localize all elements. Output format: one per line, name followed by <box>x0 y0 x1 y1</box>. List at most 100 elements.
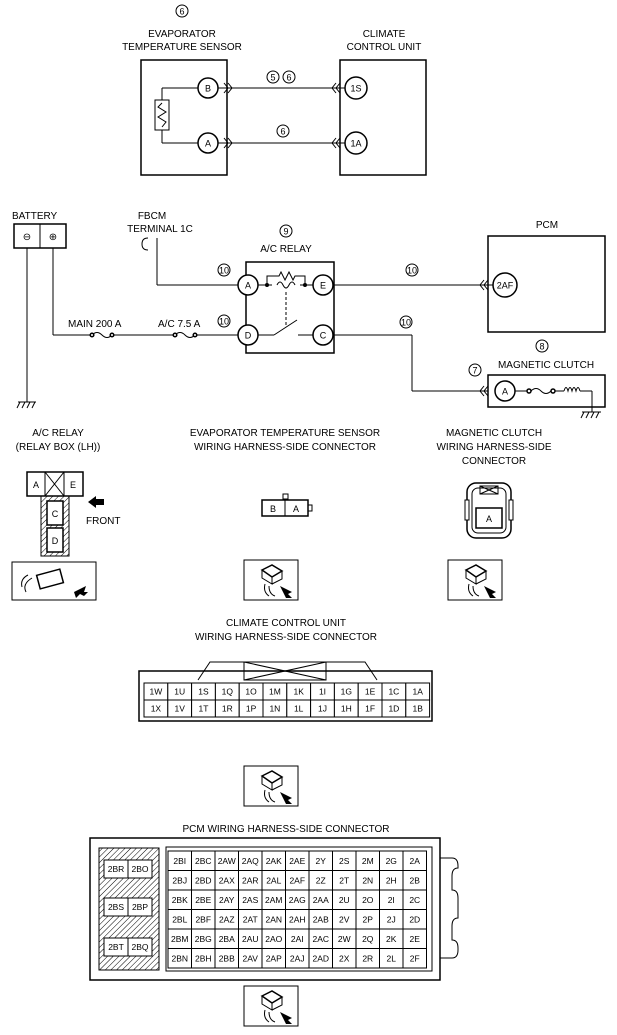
pcm-terminal: 2AJ <box>290 953 305 963</box>
ec-pin-b: B <box>270 504 276 514</box>
pcm-terminal: 2F <box>410 953 420 963</box>
front-label: FRONT <box>86 516 120 527</box>
rc-pin-a: A <box>33 480 39 490</box>
ccu-group: CLIMATE CONTROL UNIT 1S 1A <box>339 29 427 176</box>
pcm-terminal: 2BL <box>172 914 187 924</box>
fbcm-label-1: FBCM <box>138 211 166 222</box>
pcm-side-terminal: 2BR <box>108 864 125 874</box>
evap-title-1: EVAPORATOR <box>148 29 216 40</box>
rc-pin-c: C <box>52 509 59 519</box>
pcm-terminal: 2A <box>410 856 421 866</box>
relay-pin-c: C <box>320 331 327 341</box>
ccu-conn-label-2: WIRING HARNESS-SIDE CONNECTOR <box>195 632 377 643</box>
pcm-terminal: 2AY <box>219 895 235 905</box>
pcm-terminal: 2T <box>339 875 349 885</box>
pcm-side-terminal: 2BP <box>132 902 148 912</box>
evap-sensor-box <box>140 59 228 176</box>
pcm-terminal: 2D <box>409 914 420 924</box>
clutch-conn-label-1: MAGNETIC CLUTCH <box>446 428 542 439</box>
relay-resistor <box>266 270 306 285</box>
relay-callout-a: 10 <box>219 266 229 276</box>
pcm-terminal: 2BC <box>195 856 212 866</box>
evap-callout-circle <box>175 4 189 18</box>
ccu-terminal: 1F <box>365 704 375 714</box>
relay-title: A/C RELAY <box>260 244 312 255</box>
ccu-terminal: 1R <box>222 704 233 714</box>
pcm-terminal: 2BB <box>219 953 235 963</box>
pcm-side-terminal-box <box>127 937 153 957</box>
main-fuse-label: MAIN 200 A <box>68 319 122 330</box>
ccu-connector-view: CLIMATE CONTROL UNIT WIRING HARNESS-SIDE… <box>138 618 433 722</box>
pcm-terminal: 2AQ <box>242 856 259 866</box>
pcm-terminal: 2AA <box>313 895 329 905</box>
wire-callout-b2: 6 <box>286 73 291 83</box>
harness-view-icon-5 <box>243 985 299 1027</box>
pcm-terminal: 2AE <box>289 856 305 866</box>
pcm-terminal: 2U <box>339 895 350 905</box>
pcm-terminal: 2AS <box>242 895 258 905</box>
ccu-terminal: 1G <box>341 687 352 697</box>
battery-pos: ⊕ <box>49 232 57 243</box>
pcm-terminal: 2J <box>387 914 396 924</box>
ac-fuse-label: A/C 7.5 A <box>158 319 201 330</box>
ccu-terminal: 1C <box>388 687 399 697</box>
pcm-terminal: 2AP <box>266 953 282 963</box>
relay-pin-a: A <box>245 281 251 291</box>
ac-relay-group: 9 A/C RELAY A E D C 10 10 <box>217 224 335 354</box>
pcm-terminal: 2P <box>363 914 374 924</box>
relay-callout-e: 10 <box>407 266 417 276</box>
pcm-side-terminal-box <box>127 897 153 917</box>
clutch-pin-a: A <box>502 387 508 397</box>
ccu-terminal: 1O <box>245 687 257 697</box>
harness-view-icon-3 <box>447 559 503 601</box>
pcm-group: PCM 2AF 10 <box>333 220 606 333</box>
ccu-pin-1a-label: 1A <box>350 139 361 149</box>
pcm-terminal: 2L <box>387 953 397 963</box>
relay-callout-d: 10 <box>219 317 229 327</box>
fbcm-label-2: TERMINAL 1C <box>127 224 193 235</box>
battery-group: BATTERY ⊖ ⊕ <box>12 211 238 409</box>
pcm-terminal: 2R <box>362 953 373 963</box>
pcm-side-terminal-box <box>127 859 153 879</box>
pcm-terminal: 2O <box>362 895 374 905</box>
pcm-title: PCM <box>536 220 558 231</box>
pcm-terminal: 2I <box>388 895 395 905</box>
pcm-terminal: 2AV <box>243 953 259 963</box>
clutch-callout-7: 7 <box>472 366 477 376</box>
ccu-terminal: 1A <box>412 687 423 697</box>
ccu-title-2: CONTROL UNIT <box>347 42 422 53</box>
pcm-terminal: 2AN <box>265 914 282 924</box>
pcm-terminal: 2N <box>362 875 373 885</box>
front-arrow-icon <box>88 496 104 508</box>
rc-pin-e: E <box>70 480 76 490</box>
ccu-terminal: 1X <box>151 704 162 714</box>
evap-connector-view: EVAPORATOR TEMPERATURE SENSOR WIRING HAR… <box>190 428 380 517</box>
clutch-conn-label-3: CONNECTOR <box>462 456 526 467</box>
relay-connector-view: A/C RELAY (RELAY BOX (LH)) A E C D FRONT <box>16 428 120 557</box>
pcm-terminal: 2AI <box>291 934 304 944</box>
pcm-terminal: 2E <box>410 934 421 944</box>
pcm-terminal: 2K <box>386 934 397 944</box>
pcm-terminal: 2BH <box>195 953 212 963</box>
pcm-terminal: 2AK <box>266 856 282 866</box>
pcm-terminal: 2C <box>409 895 420 905</box>
pcm-terminal: 2AT <box>243 914 258 924</box>
main-fuse-symbol <box>91 332 113 338</box>
harness-view-icon-2 <box>243 559 299 601</box>
pcm-terminal: 2AB <box>313 914 329 924</box>
relay-callout: 9 <box>283 227 288 237</box>
clutch-title: MAGNETIC CLUTCH <box>498 360 594 371</box>
pcm-terminal: 2V <box>339 914 350 924</box>
evap-sensor-group: 6 EVAPORATOR TEMPERATURE SENSOR B A <box>122 4 242 176</box>
pcm-terminal: 2AD <box>312 953 329 963</box>
evap-conn-label-1: EVAPORATOR TEMPERATURE SENSOR <box>190 428 380 439</box>
pcm-terminal: 2BE <box>195 895 211 905</box>
pcm-terminal-box <box>402 948 427 969</box>
clutch-coil <box>563 387 581 393</box>
ccu-terminal: 1J <box>318 704 327 714</box>
pcm-terminal: 2AC <box>312 934 329 944</box>
ccu-terminal: 1N <box>269 704 280 714</box>
